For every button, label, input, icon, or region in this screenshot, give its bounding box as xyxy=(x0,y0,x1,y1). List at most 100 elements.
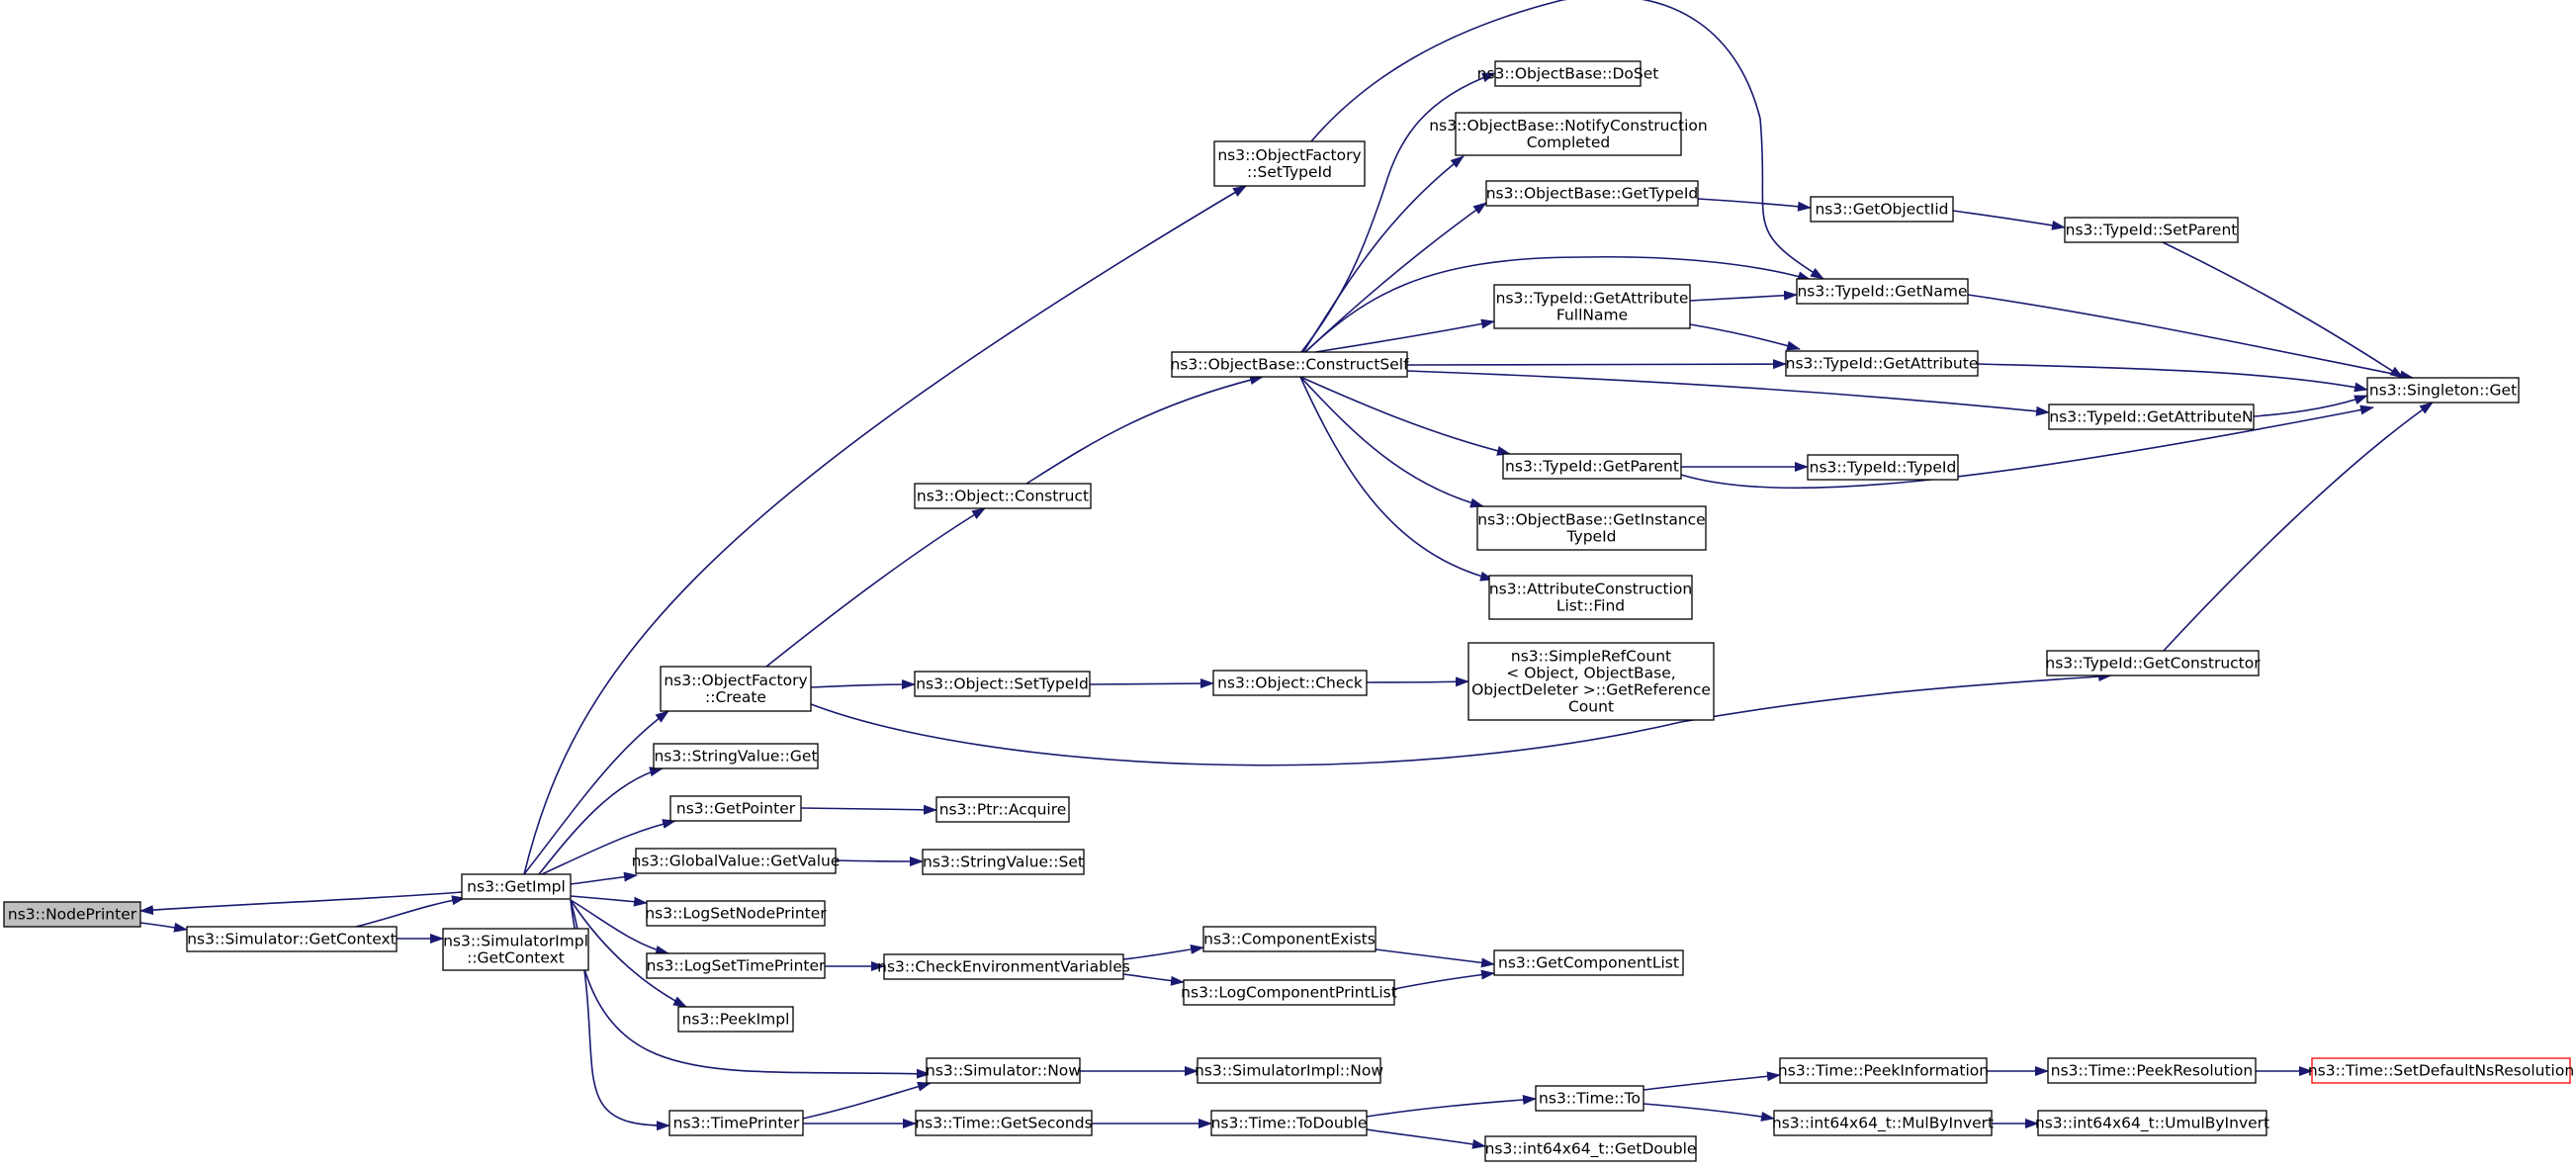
node-type-id-get-parent[interactable]: ns3::TypeId::GetParent xyxy=(1502,453,1682,480)
node-simulatorimpl-get-context[interactable]: ns3::SimulatorImpl::GetContext xyxy=(442,928,589,971)
node-object-base-get-type-id[interactable]: ns3::ObjectBase::GetTypeId xyxy=(1485,180,1699,207)
call-edge xyxy=(1689,323,1801,351)
node-box xyxy=(660,666,812,712)
call-edge xyxy=(1122,944,1204,960)
node-global-value-get-value[interactable]: ns3::GlobalValue::GetValue xyxy=(632,848,841,874)
node-box xyxy=(1494,60,1642,87)
node-box xyxy=(1493,949,1684,976)
node-simple-ref-count-get-reference-count[interactable]: ns3::SimpleRefCount< Object, ObjectBase,… xyxy=(1467,642,1715,721)
node-box xyxy=(2311,1057,2571,1084)
call-edge xyxy=(523,710,669,875)
node-peek-impl[interactable]: ns3::PeekImpl xyxy=(677,1006,794,1033)
node-box xyxy=(2064,217,2239,243)
node-type-id-set-parent[interactable]: ns3::TypeId::SetParent xyxy=(2064,217,2239,243)
node-label: ns3::CheckEnvironmentVariables xyxy=(877,958,1130,976)
node-box xyxy=(914,483,1092,509)
node-box xyxy=(915,1110,1093,1136)
node-label: ns3::Object::Check xyxy=(1217,675,1363,692)
node-time-printer[interactable]: ns3::TimePrinter xyxy=(668,1110,804,1136)
node-box xyxy=(635,848,837,874)
node-object-base-construct-self[interactable]: ns3::ObjectBase::ConstructSelf xyxy=(1170,351,1409,378)
node-box xyxy=(1488,575,1693,620)
node-label: < Object, ObjectBase, xyxy=(1506,665,1675,682)
node-box xyxy=(3,901,141,928)
node-object-check[interactable]: ns3::Object::Check xyxy=(1212,670,1368,696)
node-label: ns3::ObjectBase::GetInstance xyxy=(1477,511,1705,529)
node-object-factory-create[interactable]: ns3::ObjectFactory::Create xyxy=(660,666,812,712)
node-check-environment-variables[interactable]: ns3::CheckEnvironmentVariables xyxy=(877,953,1130,980)
node-get-object-iid[interactable]: ns3::GetObjectIid xyxy=(1810,196,1954,223)
call-edge xyxy=(1366,676,1469,687)
node-label: ::SetTypeId xyxy=(1247,163,1332,181)
node-label: ns3::NodePrinter xyxy=(8,906,137,924)
node-type-id-get-attribute[interactable]: ns3::TypeId::GetAttribute xyxy=(1785,350,1979,377)
node-label: ns3::ObjectBase::ConstructSelf xyxy=(1170,356,1409,374)
node-label: ns3::Time::To xyxy=(1539,1090,1641,1108)
node-log-set-time-printer[interactable]: ns3::LogSetTimePrinter xyxy=(646,952,826,979)
node-int64x64-mul-by-invert[interactable]: ns3::int64x64_t::MulByInvert xyxy=(1772,1110,1994,1136)
node-object-base-do-set[interactable]: ns3::ObjectBase::DoSet xyxy=(1477,60,1659,87)
node-object-factory-set-type-id[interactable]: ns3::ObjectFactory::SetTypeId xyxy=(1213,140,1366,187)
node-box xyxy=(669,795,802,822)
call-edge xyxy=(570,895,648,907)
call-edge xyxy=(1122,973,1185,986)
node-label: ns3::LogComponentPrintList xyxy=(1181,984,1397,1002)
node-get-pointer[interactable]: ns3::GetPointer xyxy=(669,795,802,822)
node-object-base-notify-construction-completed[interactable]: ns3::ObjectBase::NotifyConstructionCompl… xyxy=(1429,112,1708,156)
node-type-id-get-constructor[interactable]: ns3::TypeId::GetConstructor xyxy=(2045,650,2261,676)
node-string-value-get[interactable]: ns3::StringValue::Get xyxy=(653,743,819,769)
call-edge xyxy=(1375,948,1495,968)
node-node-printer[interactable]: ns3::NodePrinter xyxy=(3,901,141,928)
node-object-set-type-id[interactable]: ns3::Object::SetTypeId xyxy=(914,671,1091,697)
node-box xyxy=(668,1110,804,1136)
call-edge xyxy=(765,507,986,668)
node-label: ns3::TypeId::GetAttributeN xyxy=(2049,408,2253,426)
node-log-set-node-printer[interactable]: ns3::LogSetNodePrinter xyxy=(645,900,827,927)
node-box xyxy=(442,928,589,971)
node-get-component-list[interactable]: ns3::GetComponentList xyxy=(1493,949,1684,976)
node-box xyxy=(922,849,1085,875)
node-string-value-set[interactable]: ns3::StringValue::Set xyxy=(922,849,1085,875)
node-box xyxy=(926,1057,1081,1084)
node-box xyxy=(1476,505,1707,551)
node-label: ns3::Time::SetDefaultNsResolution xyxy=(2308,1062,2574,1080)
node-label: ns3::Time::GetSeconds xyxy=(915,1115,1092,1132)
node-object-construct[interactable]: ns3::Object::Construct xyxy=(914,483,1092,509)
node-time-to-double[interactable]: ns3::Time::ToDouble xyxy=(1210,1110,1368,1136)
node-int64x64-umul-by-invert[interactable]: ns3::int64x64_t::UmulByInvert xyxy=(2035,1110,2269,1136)
call-edge xyxy=(810,679,916,690)
call-edge xyxy=(1089,678,1214,689)
node-type-id-get-name[interactable]: ns3::TypeId::GetName xyxy=(1796,278,1969,305)
node-simulatorimpl-now[interactable]: ns3::SimulatorImpl::Now xyxy=(1195,1057,1383,1084)
node-int64x64-get-double[interactable]: ns3::int64x64_t::GetDouble xyxy=(1484,1135,1697,1162)
call-edge xyxy=(1643,1071,1781,1091)
node-label: ns3::int64x64_t::UmulByInvert xyxy=(2035,1115,2269,1133)
node-ptr-acquire[interactable]: ns3::Ptr::Acquire xyxy=(935,796,1070,823)
node-box xyxy=(653,743,819,769)
node-singleton-get[interactable]: ns3::Singleton::Get xyxy=(2366,377,2520,404)
node-time-set-default-ns-resolution[interactable]: ns3::Time::SetDefaultNsResolution xyxy=(2308,1057,2574,1084)
node-time-get-seconds[interactable]: ns3::Time::GetSeconds xyxy=(915,1110,1093,1136)
node-type-id-type-id[interactable]: ns3::TypeId::TypeId xyxy=(1807,454,1959,481)
node-box xyxy=(1171,351,1408,378)
node-simulator-get-context[interactable]: ns3::Simulator::GetContext xyxy=(186,926,398,952)
node-component-exists[interactable]: ns3::ComponentExists xyxy=(1202,926,1377,952)
node-time-peek-resolution[interactable]: ns3::Time::PeekResolution xyxy=(2047,1057,2257,1084)
node-box xyxy=(186,926,398,952)
node-log-component-print-list[interactable]: ns3::LogComponentPrintList xyxy=(1181,979,1397,1006)
call-edge xyxy=(800,804,937,815)
node-label: ns3::Object::Construct xyxy=(917,488,1089,505)
node-label: ns3::LogSetNodePrinter xyxy=(645,905,827,923)
call-edge xyxy=(523,185,1247,875)
node-type-id-get-attribute-n[interactable]: ns3::TypeId::GetAttributeN xyxy=(2048,404,2255,430)
node-simulator-now[interactable]: ns3::Simulator::Now xyxy=(926,1057,1081,1084)
node-time-peek-information[interactable]: ns3::Time::PeekInformation xyxy=(1778,1057,1989,1084)
node-time-to[interactable]: ns3::Time::To xyxy=(1535,1085,1644,1112)
call-edge xyxy=(139,891,463,916)
node-label: ns3::TypeId::GetAttribute xyxy=(1496,290,1689,308)
node-get-impl[interactable]: ns3::GetImpl xyxy=(461,873,572,900)
